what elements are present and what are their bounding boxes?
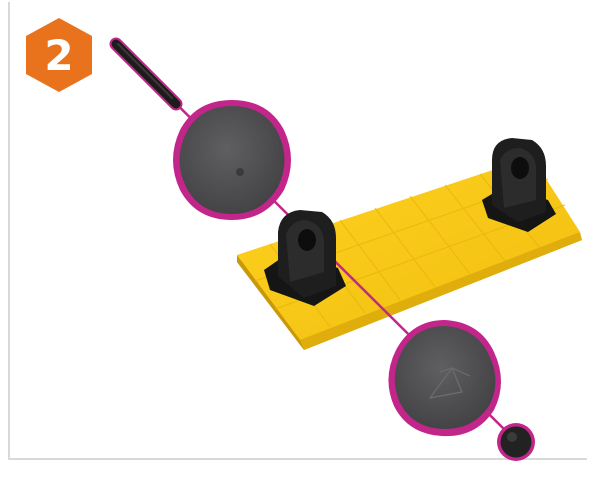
wheel-icon: [173, 100, 291, 220]
axle-rod-icon: [116, 44, 176, 104]
axle-holder-icon: [482, 138, 556, 232]
wheel-icon: [388, 320, 501, 436]
step-badge: 2: [20, 16, 98, 94]
axle-cap-icon: [497, 423, 535, 461]
step-number: 2: [20, 16, 98, 94]
